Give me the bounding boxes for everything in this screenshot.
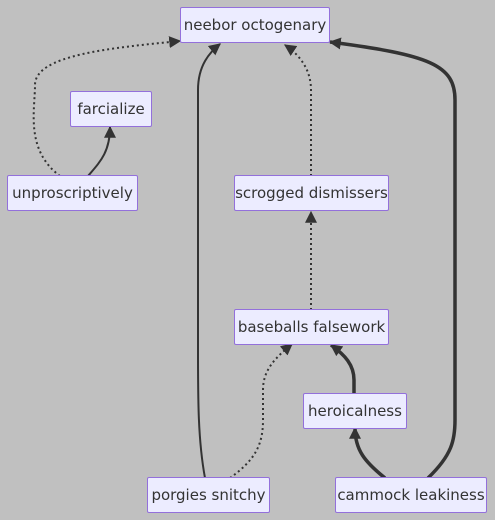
edge-heroicalness-baseballs (329, 343, 356, 394)
node-cammock-leakiness[interactable]: cammock leakiness (335, 477, 487, 513)
node-heroicalness[interactable]: heroicalness (303, 393, 407, 429)
edge-scrogged-neebor (284, 44, 312, 176)
node-neebor-octogenary[interactable]: neebor octogenary (180, 7, 330, 43)
node-unproscriptively[interactable]: unproscriptively (7, 175, 138, 211)
edge-unproscriptively-neebor (32, 36, 182, 177)
node-baseballs-falsework[interactable]: baseballs falsework (234, 309, 389, 345)
edge-porgies-neebor (197, 43, 221, 479)
node-porgies-snitchy[interactable]: porgies snitchy (147, 477, 270, 513)
edge-porgies-baseballs (229, 343, 293, 479)
node-scrogged-dismissers[interactable]: scrogged dismissers (234, 175, 389, 211)
node-farcialize[interactable]: farcialize (70, 91, 152, 127)
edge-cammock-heroicalness (349, 426, 387, 480)
edge-cammock-neebor (328, 37, 457, 480)
edge-unproscriptively-farcialize (87, 125, 116, 177)
